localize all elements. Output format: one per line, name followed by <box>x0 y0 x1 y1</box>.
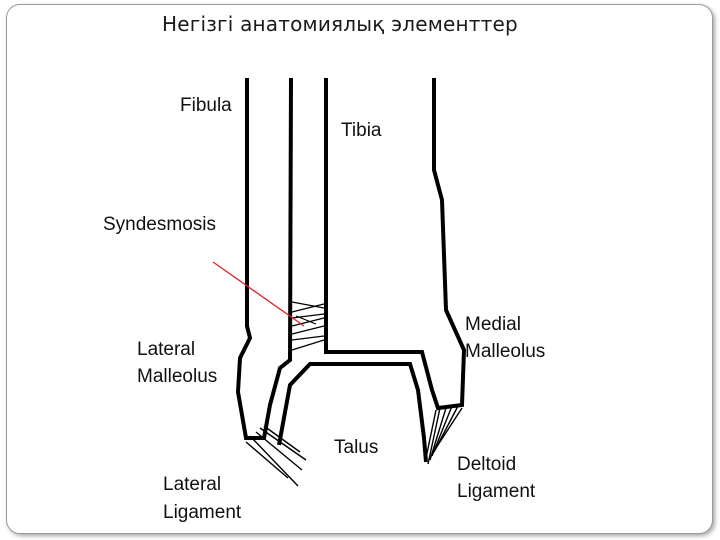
talus-outline <box>277 362 428 463</box>
label-medial-malleolus-line1: Medial <box>465 314 521 335</box>
tibia-outline <box>324 78 467 411</box>
fibula-outline <box>235 77 293 440</box>
label-tibia: Tibia <box>341 120 382 141</box>
label-deltoid-ligament-line2: Ligament <box>457 481 536 502</box>
deltoid-ligament-fibers <box>425 405 463 465</box>
slide-frame <box>6 4 713 534</box>
lateral-ligament-fibers <box>245 425 307 487</box>
label-syndesmosis: Syndesmosis <box>103 214 216 235</box>
slide-title: Негізгі анатомиялық элементтер <box>162 12 518 36</box>
label-fibula: Fibula <box>180 95 232 116</box>
syndesmosis-pointer <box>212 261 305 327</box>
label-lateral-ligament-line2: Ligament <box>163 502 242 523</box>
label-lateral-malleolus-line2: Malleolus <box>137 366 217 387</box>
label-lateral-malleolus-line1: Lateral <box>137 339 195 360</box>
label-medial-malleolus-line2: Malleolus <box>465 341 545 362</box>
label-lateral-ligament-line1: Lateral <box>163 474 221 495</box>
label-talus: Talus <box>334 437 378 458</box>
label-deltoid-ligament-line1: Deltoid <box>457 454 516 475</box>
syndesmosis-fibers <box>291 301 325 351</box>
